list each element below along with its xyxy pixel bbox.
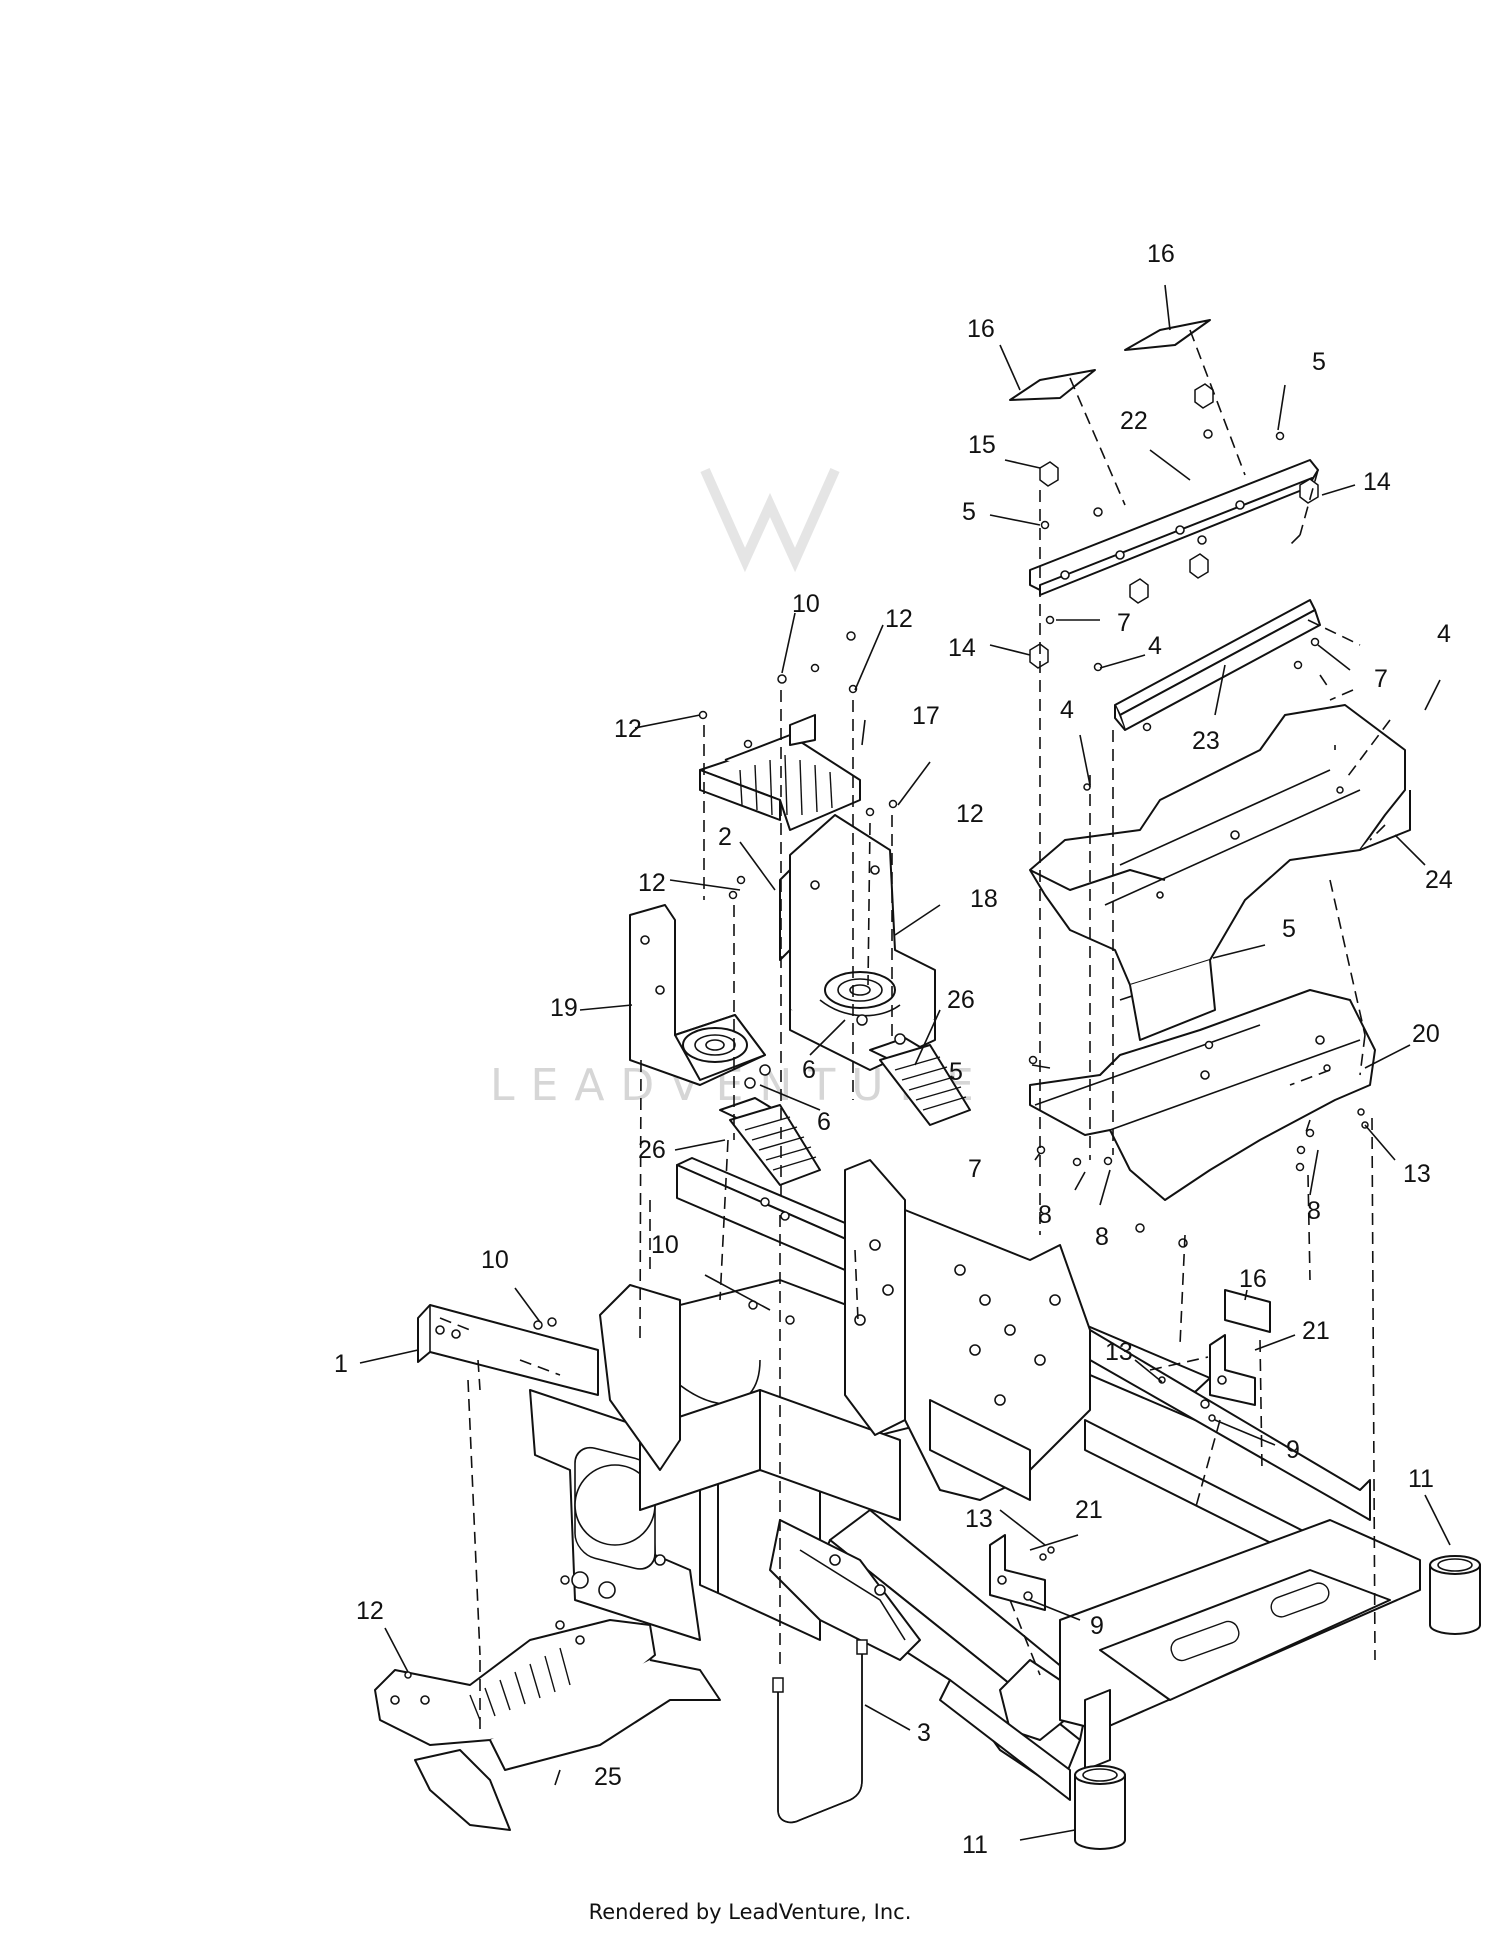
- callout-6: 6: [802, 1056, 816, 1084]
- callout-14: 14: [948, 634, 976, 662]
- callout-12: 12: [638, 869, 666, 897]
- callout-5: 5: [1282, 915, 1296, 943]
- callout-21: 21: [1075, 1496, 1103, 1524]
- callout-17: 17: [912, 702, 940, 730]
- callout-11: 11: [1408, 1465, 1434, 1493]
- callout-5: 5: [1312, 348, 1326, 376]
- caster-tube-right: [1429, 1555, 1481, 1635]
- callout-6: 6: [817, 1108, 831, 1136]
- u-bolt-3: [772, 1639, 868, 1824]
- callout-20: 20: [1412, 1020, 1440, 1048]
- callout-3: 3: [917, 1719, 931, 1747]
- callout-10: 10: [792, 590, 820, 618]
- footer-credit: Rendered by LeadVenture, Inc.: [588, 1900, 912, 1924]
- main-frame: [417, 1157, 1481, 1850]
- callout-4: 4: [1060, 696, 1074, 724]
- callout-8: 8: [1095, 1223, 1109, 1251]
- callout-13: 13: [965, 1505, 993, 1533]
- pedal-26-left: [719, 1097, 821, 1186]
- callout-12: 12: [614, 715, 642, 743]
- leader-lines: [359, 284, 1451, 1841]
- callout-16: 16: [1239, 1265, 1267, 1293]
- callout-7: 7: [1117, 609, 1131, 637]
- callout-11: 11: [962, 1831, 988, 1859]
- hardware: [404, 383, 1369, 1679]
- callout-19: 19: [550, 994, 578, 1022]
- callout-5: 5: [949, 1058, 963, 1086]
- callout-15: 15: [968, 431, 996, 459]
- assembly-lines: [439, 329, 1391, 1730]
- callout-labels: 1 2 3 4 4 4 5 5 5 5 6 6 7 7 7 8 8 8 9 9 …: [334, 240, 1453, 1859]
- plate-20: [1029, 989, 1376, 1201]
- callout-24: 24: [1425, 866, 1453, 894]
- callout-7: 7: [968, 1155, 982, 1183]
- channel-23: [1114, 599, 1321, 731]
- watermark-logo: [700, 467, 840, 573]
- bracket-21-lower: [989, 1534, 1046, 1611]
- decal-16-right: [1124, 319, 1211, 351]
- callout-23: 23: [1192, 727, 1220, 755]
- callout-16: 16: [967, 315, 995, 343]
- callout-12: 12: [356, 1597, 384, 1625]
- bracket-18: [789, 814, 936, 1071]
- bracket-19: [629, 904, 766, 1086]
- callout-21: 21: [1302, 1317, 1330, 1345]
- callout-8: 8: [1038, 1201, 1052, 1229]
- callout-4: 4: [1437, 620, 1451, 648]
- callout-10: 10: [651, 1231, 679, 1259]
- callout-9: 9: [1286, 1436, 1300, 1464]
- decal-16-lower: [1224, 1289, 1271, 1333]
- callout-16: 16: [1147, 240, 1175, 268]
- callout-13: 13: [1403, 1160, 1431, 1188]
- callout-26: 26: [947, 986, 975, 1014]
- callout-18: 18: [970, 885, 998, 913]
- callout-12: 12: [956, 800, 984, 828]
- caster-tube-left: [1074, 1765, 1126, 1850]
- callout-1: 1: [334, 1350, 348, 1378]
- callout-5: 5: [962, 498, 976, 526]
- callout-22: 22: [1120, 407, 1148, 435]
- guard-25: [374, 1619, 721, 1831]
- bracket-17: [699, 714, 861, 831]
- part-2-strip: [779, 869, 791, 961]
- bracket-21-upper: [1209, 1334, 1256, 1406]
- callout-13: 13: [1105, 1338, 1133, 1366]
- callout-25: 25: [594, 1763, 622, 1791]
- callout-26: 26: [638, 1136, 666, 1164]
- cover-24: [1029, 704, 1411, 1041]
- callout-9: 9: [1090, 1612, 1104, 1640]
- decal-16-left: [1009, 369, 1096, 401]
- plate-22: [1029, 459, 1319, 596]
- pedal-26-right: [869, 1037, 971, 1126]
- callout-10: 10: [481, 1246, 509, 1274]
- callout-14: 14: [1363, 468, 1391, 496]
- callout-8: 8: [1307, 1197, 1321, 1225]
- callout-12: 12: [885, 605, 913, 633]
- callout-2: 2: [718, 823, 732, 851]
- callout-7: 7: [1374, 665, 1388, 693]
- callout-4: 4: [1148, 632, 1162, 660]
